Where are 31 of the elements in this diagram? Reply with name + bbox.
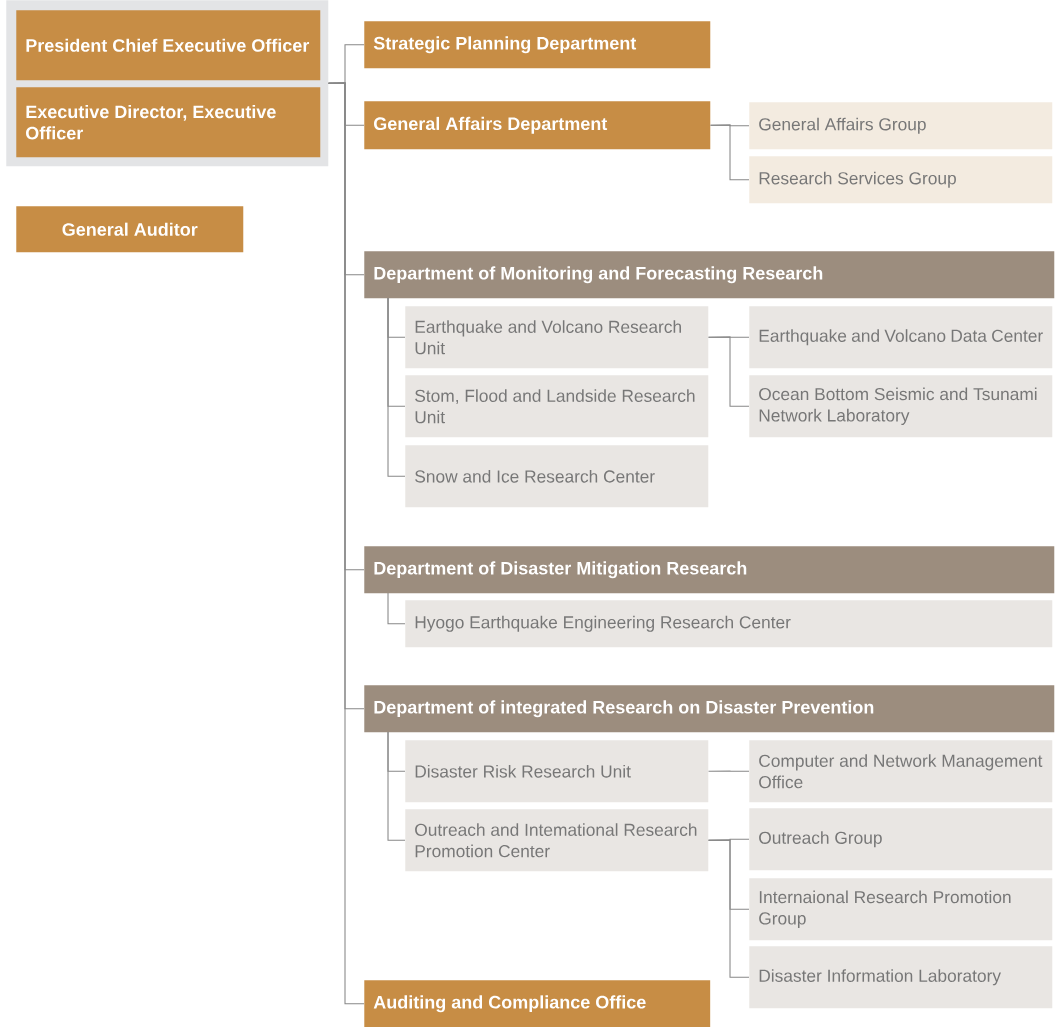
office-box: President Chief Executive Officer: [16, 10, 321, 81]
unit-box: Internaional Research Promotion Group: [749, 878, 1053, 941]
unit-box: Disaster Information Laboratory: [749, 946, 1053, 1009]
office-box: General Auditor: [16, 206, 244, 253]
unit-box: Disaster Risk Research Unit: [405, 740, 709, 803]
office-box: Auditing and Compliance Office: [364, 980, 711, 1027]
department-box: Department of integrated Research on Disaster Prevention: [364, 685, 1055, 733]
office-box: General Affairs Department: [364, 101, 711, 150]
connector-line: [708, 336, 750, 407]
office-box: Executive Director, Executive Officer: [16, 87, 321, 158]
connector-line: [710, 124, 750, 181]
connector-line: [708, 839, 750, 978]
unit-box: Snow and Ice Research Center: [405, 445, 709, 508]
office-box: Strategic Planning Department: [364, 21, 711, 69]
connector-line: [387, 592, 406, 625]
group-box: Research Services Group: [749, 156, 1053, 204]
unit-box: Computer and Network Management Office: [749, 740, 1053, 803]
connector-line: [328, 82, 365, 1005]
department-box: Department of Disaster Mitigation Research: [364, 546, 1055, 594]
unit-box: Ocean Bottom Seismic and Tsunami Network Laboratory: [749, 375, 1053, 438]
connector-line: [708, 770, 750, 772]
connector-line: [387, 297, 406, 477]
department-box: Department of Monitoring and Forecasting Research: [364, 251, 1055, 299]
unit-box: Outreach Group: [749, 808, 1053, 871]
group-box: General Affairs Group: [749, 102, 1053, 150]
unit-box: Outreach and Intemational Research Promotion Center: [405, 809, 709, 872]
unit-box: Stom, Flood and Landside Research Unit: [405, 375, 709, 438]
unit-box: Earthquake and Volcano Research Unit: [405, 306, 709, 369]
unit-box: Earthquake and Volcano Data Center: [749, 306, 1053, 369]
unit-box: Hyogo Earthquake Engineering Research Center: [405, 600, 1053, 648]
connector-line: [387, 731, 406, 841]
